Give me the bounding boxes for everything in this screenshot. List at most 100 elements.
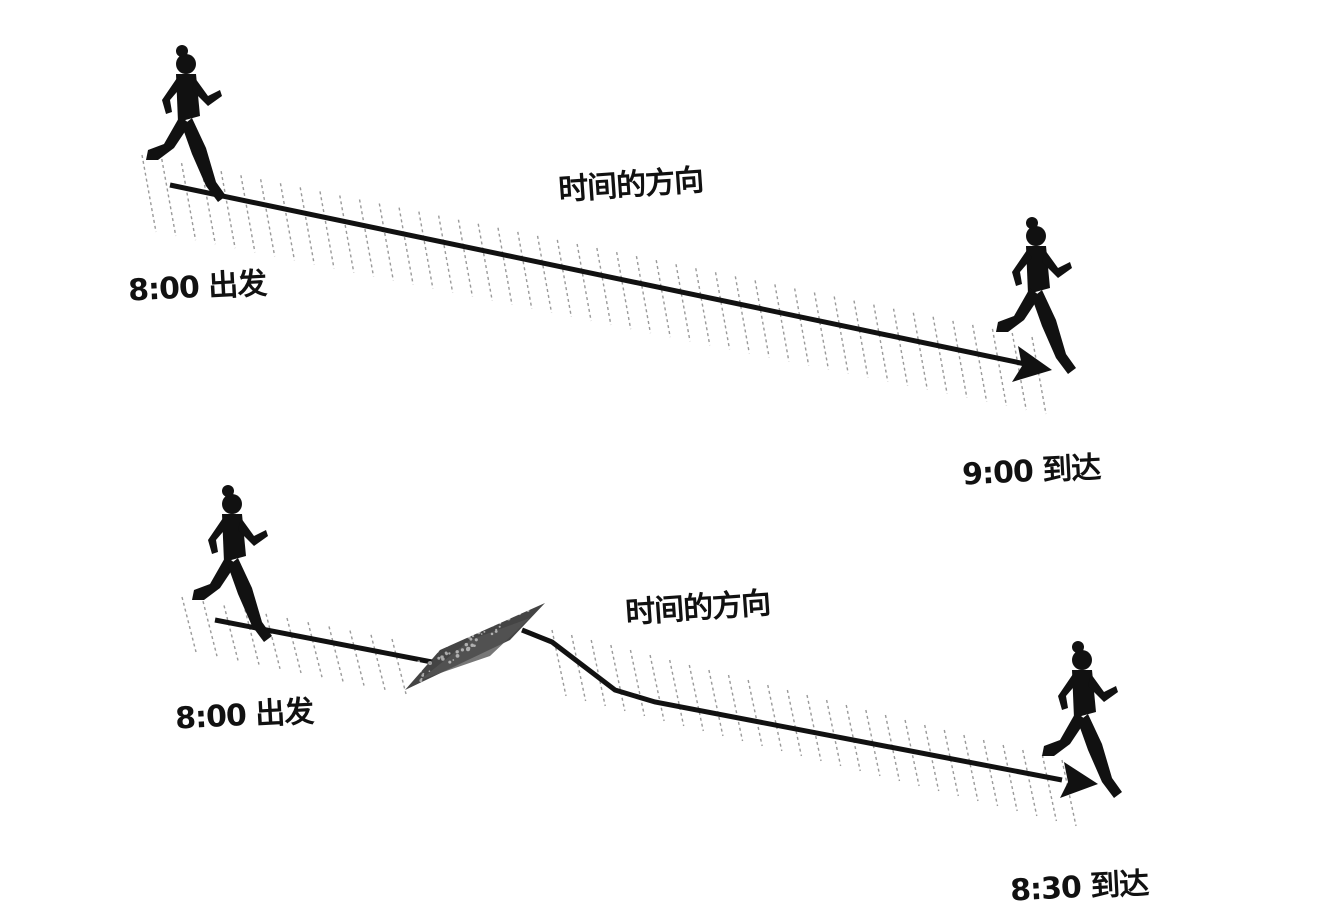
fold-speckle-dot	[446, 644, 449, 647]
hatch-line	[590, 639, 606, 707]
bottom-time-path	[214, 617, 1098, 798]
fold-speckle-dot	[507, 613, 512, 618]
hatch-line	[943, 729, 959, 797]
fold-speckle-dot	[450, 637, 455, 642]
fold-speckle-dot	[464, 642, 469, 647]
hatch-line	[845, 704, 861, 772]
fold-speckle-dot	[508, 606, 512, 611]
hatch-line	[615, 251, 632, 330]
fold-speckle-dot	[441, 657, 445, 661]
fold-speckle-dot	[494, 630, 498, 633]
hatch-line	[806, 694, 822, 762]
fold-speckle-dot	[448, 660, 452, 664]
hatch-line	[833, 296, 849, 374]
fold-speckle-dot	[528, 604, 531, 607]
hatch-line	[884, 714, 901, 782]
hatch-line	[991, 328, 1008, 407]
hatch-line	[982, 739, 999, 807]
hatch-line	[813, 292, 830, 370]
hatch-line	[556, 239, 573, 318]
hatch-line	[570, 634, 587, 702]
hatch-line	[853, 300, 869, 378]
top-time-arrow	[169, 182, 1052, 382]
fold-speckle-dot	[518, 612, 521, 616]
hatch-line	[202, 601, 218, 657]
top-hatch-band	[141, 154, 1047, 415]
hatch-line	[912, 312, 929, 390]
runner-icon	[192, 485, 272, 642]
hatch-line	[536, 235, 553, 314]
fold-speckle-dot	[467, 635, 471, 639]
hatch-line	[669, 659, 685, 727]
bottom-end-label: 8:30 到达	[1009, 866, 1150, 909]
fold-speckle-dot	[419, 669, 422, 673]
hatch-line	[358, 199, 375, 277]
fold-speckle-dot	[541, 590, 544, 594]
hatch-line	[774, 284, 790, 362]
hatch-line	[437, 215, 454, 293]
fold-speckle-dot	[427, 661, 431, 665]
fold-speckle-dot	[543, 575, 548, 579]
fold-speckle-dot	[526, 609, 530, 612]
hatch-line	[708, 669, 724, 737]
hatch-line	[240, 175, 256, 253]
hatch-line	[904, 719, 920, 787]
hatch-line	[517, 231, 533, 309]
fold-speckle-dot	[503, 603, 506, 606]
fold-speckle-dot	[536, 597, 539, 600]
fold-speckle-dot	[455, 650, 459, 654]
fold-speckle-dot	[474, 619, 479, 624]
fold-speckle-dot	[531, 594, 535, 598]
hatch-line	[339, 195, 355, 273]
fold-speckle-dot	[466, 647, 470, 652]
fold-speckle-dot	[428, 670, 431, 672]
hatch-line	[299, 187, 315, 265]
hatch-line	[793, 288, 810, 366]
hatch-line	[307, 622, 323, 678]
hatch-line	[477, 223, 493, 301]
fold-speckle-dot	[428, 648, 431, 652]
fold-speckle-dot	[480, 633, 483, 635]
hatch-line	[1061, 759, 1077, 827]
hatch-line	[223, 605, 239, 661]
hatch-line	[279, 183, 296, 261]
hatch-line	[629, 649, 646, 717]
hatch-line	[286, 617, 302, 674]
hatch-line	[1031, 336, 1047, 415]
fold-speckle-dot	[469, 637, 473, 641]
hatch-line	[727, 674, 744, 742]
fold-speckle-dot	[482, 614, 486, 618]
fold-speckle-dot	[525, 590, 528, 593]
fold-speckle-dot	[442, 655, 444, 658]
fold-speckle-dot	[445, 652, 449, 656]
fold-speckle-dot	[512, 611, 516, 614]
fold-speckle-dot	[437, 656, 441, 660]
fold-speckle-dot	[490, 623, 495, 627]
top-end-label: 9:00 到达	[961, 450, 1102, 493]
fold-speckle-dot	[539, 581, 543, 585]
fold-speckle-dot	[495, 628, 498, 631]
fold-speckle-dot	[423, 650, 428, 654]
hatch-line	[747, 679, 763, 747]
hatch-line	[767, 684, 783, 752]
bottom-start-label: 8:00 出发	[174, 694, 315, 737]
hatch-line	[892, 308, 909, 386]
hatch-line	[265, 613, 281, 669]
bottom-hatch-band	[181, 596, 1077, 827]
fold-speckle-dot	[421, 674, 425, 677]
fold-speckle-dot	[413, 673, 416, 677]
fold-speckle-dot	[417, 660, 421, 663]
fold-speckle-dot	[460, 648, 464, 652]
fold-speckle-dot	[490, 632, 494, 636]
hatch-line	[695, 268, 711, 346]
fold-speckle-dot	[520, 590, 523, 594]
fold-speckle-dot	[533, 581, 537, 585]
hatch-line	[924, 724, 940, 792]
hatch-line	[1002, 744, 1018, 812]
fold-speckle-dot	[514, 598, 517, 602]
hatch-line	[734, 276, 751, 354]
hatch-line	[551, 629, 567, 697]
hatch-line	[161, 158, 177, 237]
